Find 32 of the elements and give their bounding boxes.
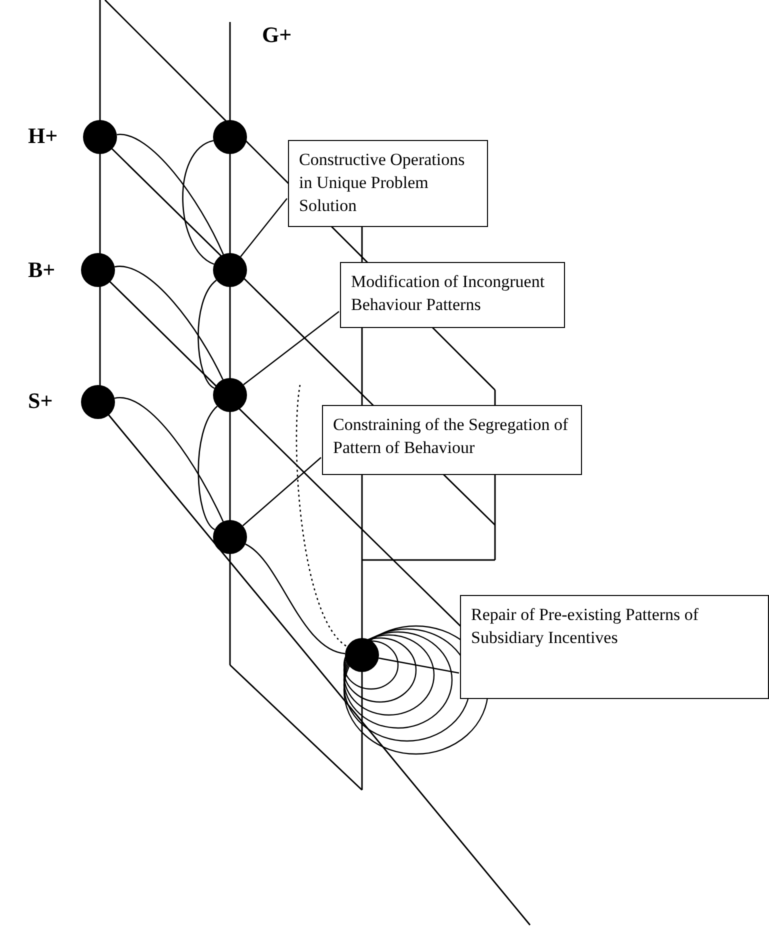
curved-line — [182, 140, 214, 265]
callout-box — [322, 405, 582, 475]
curved-line — [114, 266, 224, 380]
callout-text: Modification of Incongruent Behaviour Patterns — [351, 271, 546, 316]
axis-label: G+ — [262, 22, 292, 48]
leader-line — [242, 457, 322, 526]
callout-box — [460, 595, 769, 699]
axis-label: H+ — [28, 123, 58, 149]
dot — [213, 253, 247, 287]
leader-line — [240, 198, 288, 258]
dot — [213, 520, 247, 554]
curved-line — [114, 397, 224, 522]
leader-line — [378, 657, 460, 674]
dot — [81, 385, 115, 419]
dot — [345, 638, 379, 672]
curved-line — [116, 134, 224, 255]
curved-line — [198, 406, 218, 530]
curved-line — [198, 280, 217, 389]
callout-box — [288, 140, 488, 227]
callout-box — [340, 262, 565, 328]
curved-line — [245, 544, 346, 654]
leader-line — [243, 310, 340, 386]
dot — [213, 120, 247, 154]
dot — [213, 378, 247, 412]
callout-text: Repair of Pre-existing Patterns of Subsidiary Incentives — [471, 604, 700, 649]
callout-text: Constraining of the Segregation of Pattern of Behaviour — [333, 414, 570, 459]
callout-text: Constructive Operations in Unique Problem Solution — [299, 149, 466, 217]
axis-label: S+ — [28, 388, 53, 414]
axis-label: B+ — [28, 257, 56, 283]
dotted-curve — [296, 384, 348, 648]
dot — [81, 253, 115, 287]
dot — [83, 120, 117, 154]
